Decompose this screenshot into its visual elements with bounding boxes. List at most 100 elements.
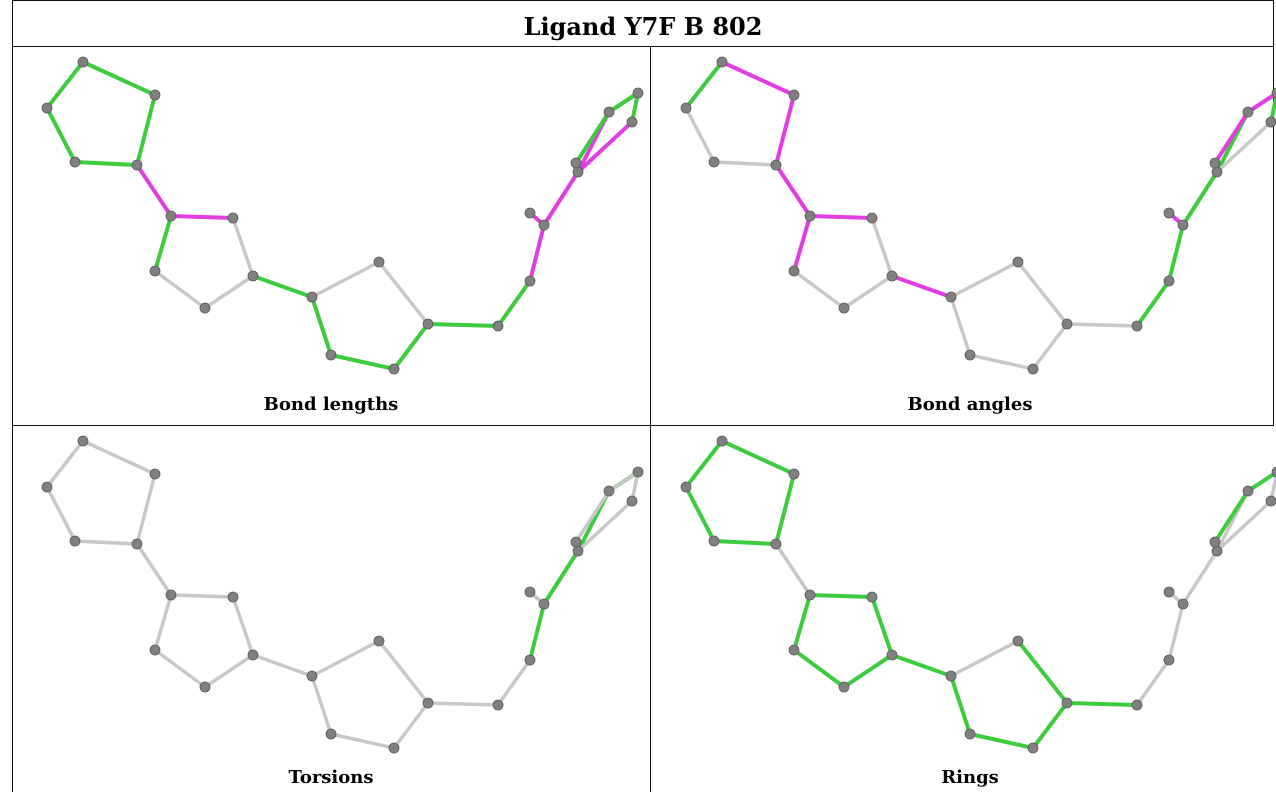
bond-magenta bbox=[1246, 91, 1276, 114]
bond-green bbox=[1213, 489, 1250, 544]
bond-grey bbox=[684, 106, 716, 164]
atom bbox=[626, 495, 638, 507]
atom bbox=[572, 545, 584, 557]
atom bbox=[572, 166, 584, 178]
bond-green bbox=[1246, 470, 1276, 493]
atom bbox=[538, 219, 550, 231]
bond-green bbox=[684, 485, 716, 543]
atom bbox=[199, 302, 211, 314]
bond-grey bbox=[392, 701, 430, 750]
atom bbox=[886, 649, 898, 661]
bond-grey bbox=[81, 439, 157, 476]
bond-green bbox=[73, 160, 139, 167]
bond-grey bbox=[1016, 260, 1069, 326]
atom bbox=[838, 302, 850, 314]
atom bbox=[964, 349, 976, 361]
bond-green bbox=[808, 593, 874, 599]
bond-green bbox=[1167, 223, 1185, 283]
caption-torsions: Torsions bbox=[288, 767, 374, 788]
panel-torsions: Torsions bbox=[13, 427, 649, 793]
atom bbox=[626, 116, 638, 128]
atom bbox=[680, 102, 692, 114]
bond-magenta bbox=[720, 60, 796, 97]
molecule-torsions bbox=[41, 435, 644, 754]
bond-grey bbox=[310, 260, 381, 299]
atom bbox=[788, 644, 800, 656]
atom bbox=[788, 265, 800, 277]
bond-grey bbox=[377, 639, 430, 705]
atom bbox=[1242, 485, 1254, 497]
atom bbox=[945, 291, 957, 303]
atom bbox=[149, 468, 161, 480]
bond-green bbox=[1181, 170, 1219, 227]
bond-grey bbox=[607, 470, 640, 493]
bond-grey bbox=[1031, 322, 1069, 371]
atom bbox=[708, 156, 720, 168]
atom bbox=[325, 728, 337, 740]
bond-magenta bbox=[542, 170, 580, 227]
bond-green bbox=[684, 60, 724, 110]
caption-bond-lengths: Bond lengths bbox=[263, 394, 399, 415]
bond-magenta bbox=[1213, 110, 1250, 165]
bond-green bbox=[792, 593, 812, 652]
atom bbox=[1271, 87, 1276, 99]
atom bbox=[165, 589, 177, 601]
bond-grey bbox=[153, 269, 207, 310]
bond-grey bbox=[45, 485, 77, 543]
bond-grey bbox=[842, 274, 894, 310]
bond-green bbox=[135, 93, 157, 167]
bond-grey bbox=[231, 595, 255, 657]
bond-green bbox=[153, 214, 173, 273]
bond-grey bbox=[949, 295, 972, 357]
bond-green bbox=[528, 602, 546, 662]
atom bbox=[373, 256, 385, 268]
bond-grey bbox=[135, 542, 173, 597]
atom bbox=[886, 270, 898, 282]
bond-grey bbox=[203, 653, 255, 689]
bond-magenta bbox=[528, 223, 546, 283]
bond-green bbox=[45, 60, 85, 110]
atom bbox=[1131, 699, 1143, 711]
bond-grey bbox=[1181, 549, 1219, 606]
title-divider bbox=[12, 46, 1274, 47]
atom bbox=[247, 270, 259, 282]
atom bbox=[1027, 742, 1039, 754]
panel-rings: Rings bbox=[652, 427, 1276, 793]
bond-grey bbox=[135, 472, 157, 546]
atom bbox=[1265, 495, 1276, 507]
bond-magenta bbox=[169, 214, 235, 220]
atom bbox=[838, 681, 850, 693]
bond-green bbox=[310, 295, 333, 357]
atom bbox=[1163, 654, 1175, 666]
atom bbox=[524, 654, 536, 666]
atom bbox=[69, 535, 81, 547]
atom bbox=[227, 591, 239, 603]
atom bbox=[804, 210, 816, 222]
figure-title: Ligand Y7F B 802 bbox=[523, 12, 763, 41]
atom bbox=[1131, 320, 1143, 332]
bond-green bbox=[792, 648, 846, 689]
bond-grey bbox=[203, 274, 255, 310]
panel-bond-lengths: Bond lengths bbox=[13, 48, 649, 415]
atom bbox=[165, 210, 177, 222]
atom bbox=[570, 157, 582, 169]
bond-grey bbox=[712, 160, 778, 167]
atom bbox=[149, 644, 161, 656]
atom bbox=[964, 728, 976, 740]
atom bbox=[603, 106, 615, 118]
atom bbox=[422, 318, 434, 330]
bond-green bbox=[1031, 701, 1069, 750]
atom bbox=[1271, 466, 1276, 478]
bond-green bbox=[329, 353, 396, 371]
bond-grey bbox=[1215, 120, 1273, 174]
atom bbox=[1061, 318, 1073, 330]
bond-grey bbox=[1135, 658, 1171, 707]
bond-green bbox=[949, 674, 972, 736]
bond-green bbox=[607, 91, 640, 114]
bond-green bbox=[45, 106, 77, 164]
atom bbox=[716, 435, 728, 447]
atom bbox=[1265, 116, 1276, 128]
atom bbox=[632, 87, 644, 99]
molecule-bond-angles bbox=[680, 56, 1276, 375]
bond-green bbox=[890, 653, 953, 678]
